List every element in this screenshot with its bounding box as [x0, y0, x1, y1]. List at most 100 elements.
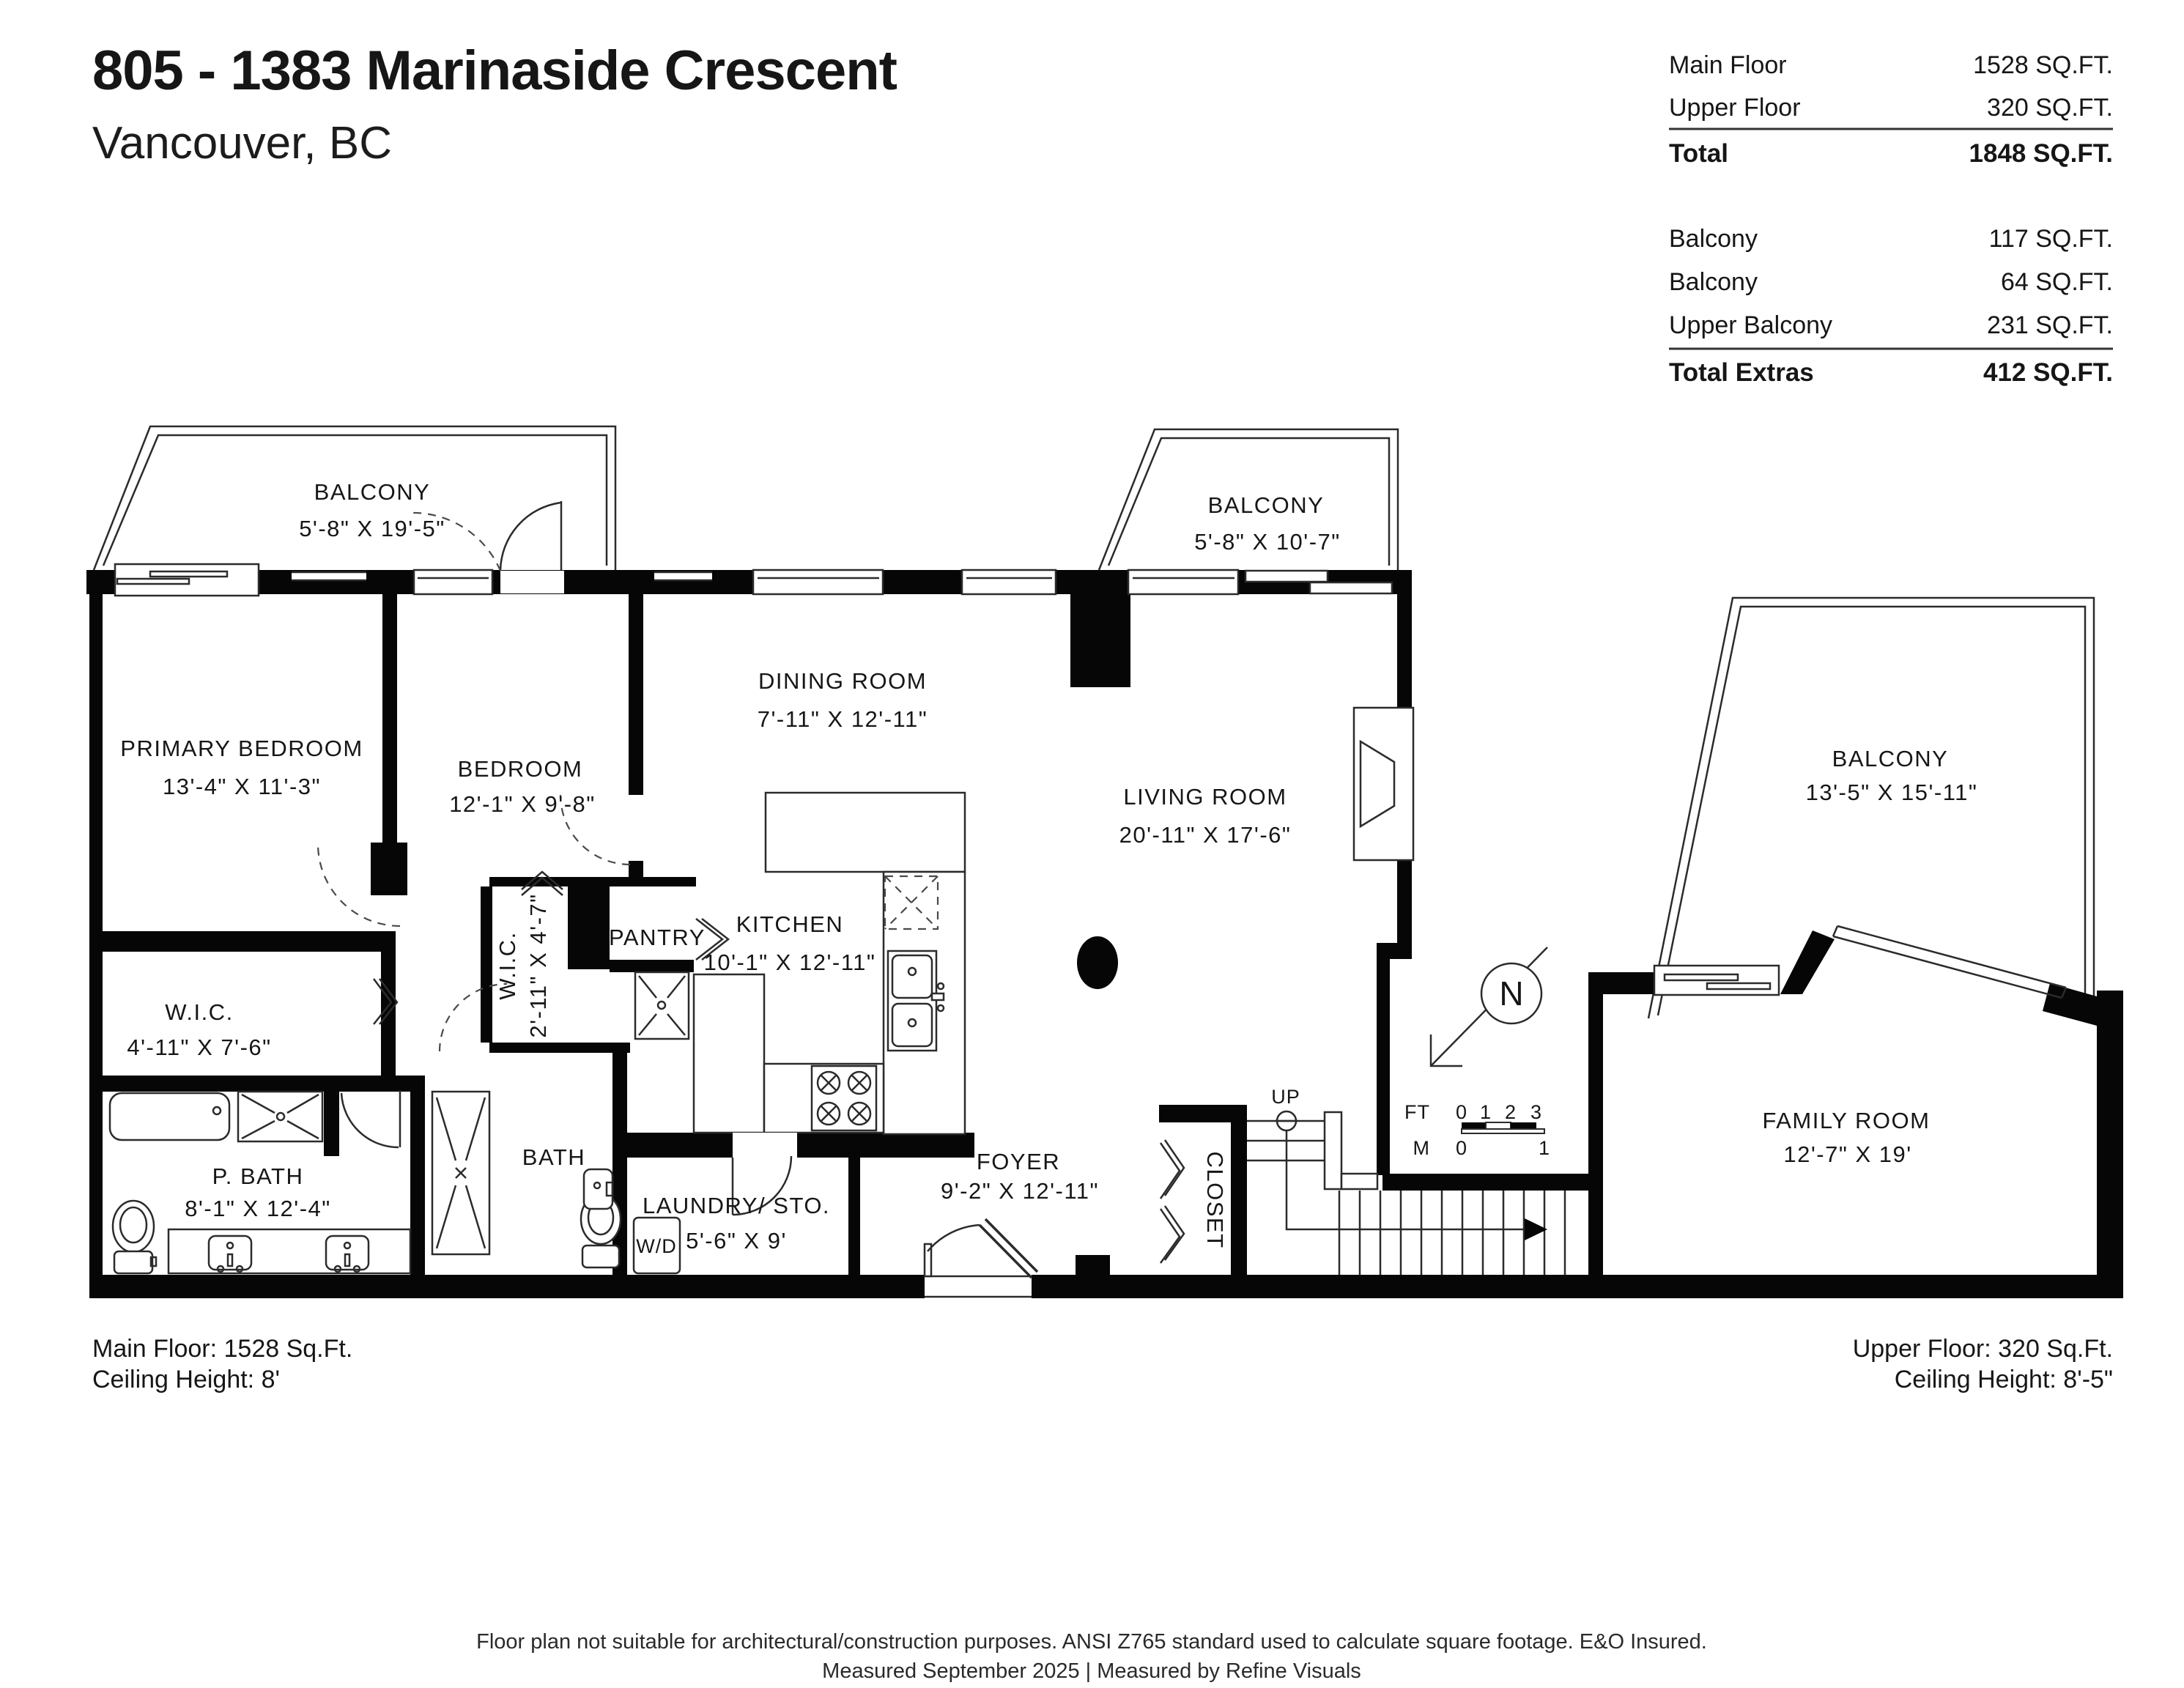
washer-dryer-icon: W/D — [632, 1216, 681, 1275]
room-label: P. BATH — [212, 1163, 304, 1189]
interior-door-arcs — [317, 511, 631, 928]
kitchen-fixtures — [692, 791, 966, 1136]
room-dims: 7'-11" X 12'-11" — [758, 706, 928, 732]
room-dims: 13'-5" X 15'-11" — [1806, 780, 1978, 805]
dishwasher-icon — [884, 875, 939, 930]
scale-tick: 1 — [1480, 1101, 1492, 1123]
scale-tick: 2 — [1505, 1101, 1517, 1123]
extra-row-label: Balcony — [1669, 268, 1758, 296]
room-label: BALCONY — [1832, 746, 1949, 771]
disclaimer-line1: Floor plan not suitable for architectura… — [476, 1630, 1707, 1654]
counter — [764, 791, 966, 873]
scale-tick: 0 — [1456, 1137, 1467, 1159]
scale-m-label: M — [1413, 1137, 1431, 1159]
shower-icon — [431, 1090, 491, 1256]
pbath-fixtures — [108, 1090, 412, 1275]
room-dims: 12'-1" X 9'-8" — [449, 791, 596, 817]
stair-direction: UP — [1271, 1086, 1547, 1240]
area-table: Main Floor 1528 SQ.FT. Upper Floor 320 S… — [1669, 51, 2113, 387]
up-label: UP — [1271, 1086, 1300, 1108]
closet-bifold-icon — [1159, 1139, 1185, 1264]
scale-tick: 1 — [1539, 1137, 1550, 1159]
entry-door — [923, 1218, 1039, 1300]
counter — [692, 973, 766, 1134]
room-label: LAUNDRY/ STO. — [643, 1193, 830, 1218]
wd-label: W/D — [636, 1235, 676, 1257]
windows — [114, 501, 1393, 597]
arrow-head-icon — [1525, 1218, 1547, 1240]
room-dims: 9'-2" X 12'-11" — [941, 1178, 1099, 1204]
room-dims: 5'-8" X 19'-5" — [299, 516, 445, 541]
scale-bar: FT 0 1 2 3 M 0 1 — [1404, 1101, 1550, 1159]
column-icon — [1077, 936, 1118, 989]
footer: Floor plan not suitable for architectura… — [476, 1630, 1707, 1683]
area-row-value: 1528 SQ.FT. — [1973, 51, 2113, 79]
shower-icon — [237, 1090, 324, 1143]
area-total-label: Total — [1669, 139, 1728, 168]
room-dims: 2'-11" X 4'-7" — [525, 893, 551, 1037]
kitchen-sink-icon — [886, 949, 945, 1052]
stair-guard — [1340, 1172, 1379, 1191]
slanted-sliding-door — [1832, 935, 2062, 999]
balcony-top-left: BALCONY 5'-8" X 19'-5" — [92, 425, 617, 571]
room-labels: PRIMARY BEDROOM 13'-4" X 11'-3" BEDROOM … — [120, 668, 1931, 1254]
page-title: 805 - 1383 Marinaside Crescent — [92, 40, 897, 102]
sliding-door — [1244, 569, 1329, 583]
stair-guard — [1323, 1111, 1343, 1191]
room-label: W.I.C. — [165, 999, 233, 1025]
door-arc — [732, 1155, 793, 1216]
extra-row-label: Upper Balcony — [1669, 311, 1832, 339]
bath-fixtures — [431, 971, 690, 1269]
room-label: BALCONY — [314, 479, 431, 505]
room-label: KITCHEN — [736, 911, 844, 937]
north-label: N — [1499, 974, 1523, 1013]
area-total-value: 1848 SQ.FT. — [1969, 139, 2113, 168]
room-label: DINING ROOM — [758, 668, 927, 694]
upper-balcony: BALCONY 13'-5" X 15'-11" — [1647, 596, 2095, 1019]
stove-icon — [810, 1065, 878, 1132]
upper-floor-note: Upper Floor: 320 Sq.Ft. — [1853, 1335, 2113, 1363]
room-dims: 12'-7" X 19' — [1783, 1141, 1911, 1167]
pantry-door-icon — [695, 918, 730, 960]
header: 805 - 1383 Marinaside Crescent Vancouver… — [92, 40, 898, 169]
fireplace-niche-icon — [1352, 706, 1415, 862]
room-label: W.I.C. — [495, 931, 520, 999]
room-dims: 10'-1" X 12'-11" — [704, 949, 876, 975]
toilet-icon — [111, 1199, 158, 1275]
extra-row-value: 231 SQ.FT. — [1987, 311, 2113, 339]
extra-row-label: Balcony — [1669, 225, 1758, 253]
room-dims: 20'-11" X 17'-6" — [1119, 822, 1292, 848]
vanity-icon — [167, 1228, 412, 1275]
extra-row-value: 117 SQ.FT. — [1989, 225, 2113, 253]
room-label: FOYER — [977, 1149, 1060, 1174]
sink-icon — [582, 1168, 614, 1210]
door-arc — [340, 1092, 399, 1149]
balcony-mid: BALCONY 5'-8" X 10'-7" — [1097, 428, 1399, 571]
laundry-fixtures: W/D — [632, 1133, 797, 1275]
extras-total-value: 412 SQ.FT. — [1983, 358, 2113, 387]
extras-total-label: Total Extras — [1669, 358, 1814, 387]
north-arrow-icon: N — [1429, 947, 1548, 1067]
room-label: FAMILY ROOM — [1763, 1108, 1931, 1133]
room-label: BALCONY — [1208, 492, 1325, 518]
room-dims: 13'-4" X 11'-3" — [163, 774, 321, 799]
stair-treads — [1338, 1191, 1566, 1275]
main-floor-ceiling-note: Ceiling Height: 8' — [92, 1366, 280, 1393]
bathtub-icon — [108, 1092, 231, 1141]
scale-tick: 3 — [1530, 1101, 1542, 1123]
main-floor-note: Main Floor: 1528 Sq.Ft. — [92, 1335, 352, 1363]
scale-tick: 0 — [1456, 1101, 1467, 1123]
room-label: PANTRY — [609, 925, 706, 950]
door-arc — [438, 982, 508, 1052]
room-dims: 8'-1" X 12'-4" — [185, 1196, 331, 1221]
room-dims: 5'-6" X 9' — [686, 1228, 787, 1254]
disclaimer-line2: Measured September 2025 | Measured by Re… — [822, 1659, 1361, 1683]
wic-door-icon — [373, 978, 399, 1025]
room-dims: 5'-8" X 10'-7" — [1194, 529, 1341, 555]
family-room-doors — [1653, 925, 2068, 999]
area-row-label: Main Floor — [1669, 51, 1787, 79]
scale-ft-label: FT — [1404, 1101, 1430, 1123]
room-label: BEDROOM — [458, 756, 583, 782]
